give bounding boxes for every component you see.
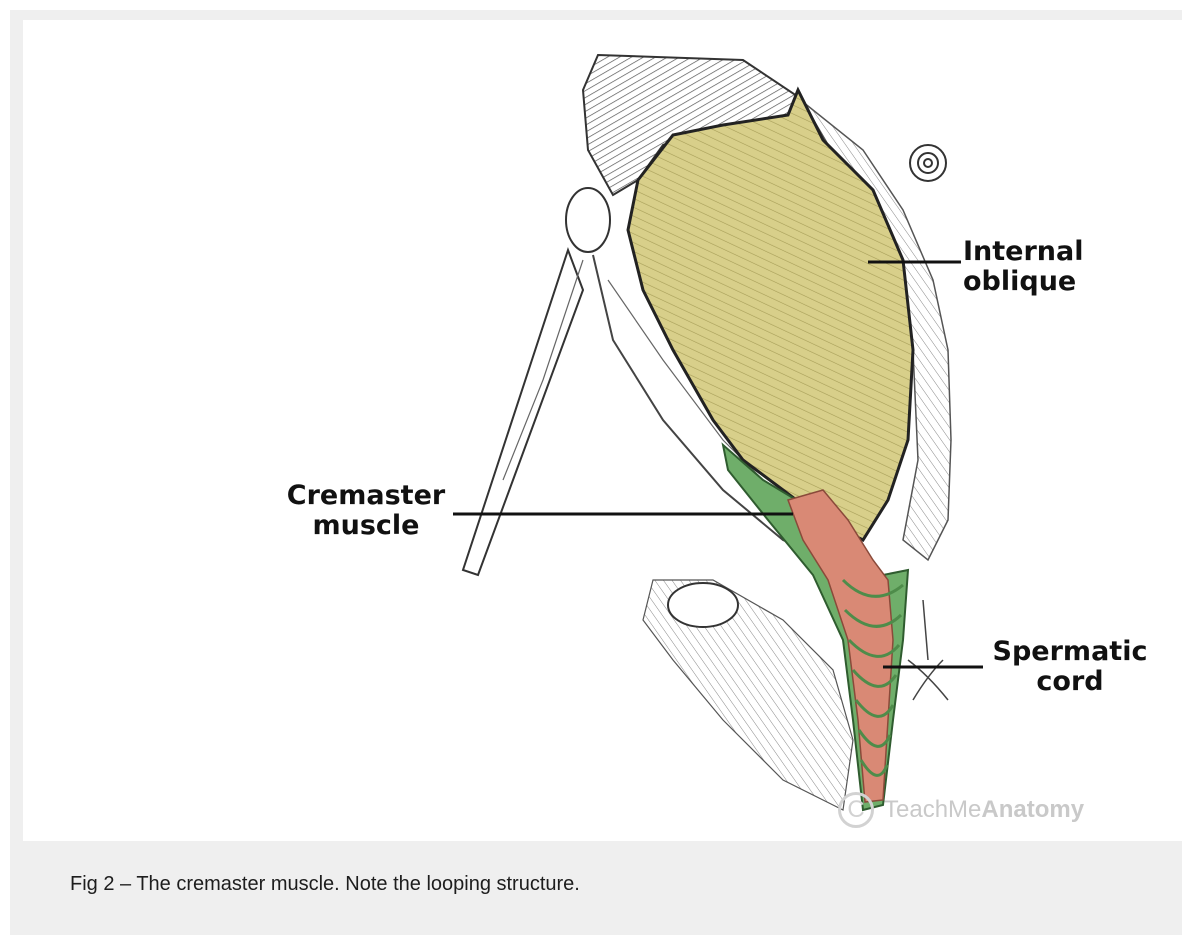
- label-spermatic-cord: Spermatic cord: [990, 637, 1150, 697]
- external-oblique-region: [581, 53, 805, 197]
- spermatic-cord-shape: [787, 489, 894, 803]
- umbilicus: [909, 144, 947, 182]
- label-internal-oblique-line2: oblique: [963, 266, 1077, 297]
- watermark-prefix: TeachMe: [884, 796, 982, 823]
- saphenous-opening: [667, 582, 739, 628]
- figure-caption: Fig 2 – The cremaster muscle. Note the l…: [70, 873, 580, 895]
- superior-iliac-spine: [565, 187, 611, 253]
- figure-panel: Internal oblique Cremaster muscle Sperma…: [10, 10, 1182, 935]
- label-cremaster-line1: Cremaster: [286, 480, 446, 511]
- pubic-tubercle-lines: [907, 599, 949, 701]
- label-cremaster-line2: muscle: [312, 510, 420, 541]
- label-spermatic-line2: cord: [1036, 666, 1104, 697]
- label-spermatic-line1: Spermatic: [992, 636, 1148, 667]
- copyright-icon: C: [838, 792, 874, 828]
- inguinal-ligament-region: [461, 246, 585, 577]
- label-internal-oblique: Internal oblique: [963, 237, 1084, 297]
- cremaster-loops: [841, 578, 904, 777]
- anatomy-drawing: [453, 53, 983, 812]
- watermark-suffix: Anatomy: [981, 796, 1085, 823]
- anatomy-illustration: Internal oblique Cremaster muscle Sperma…: [23, 20, 1182, 841]
- internal-oblique-muscle: [626, 86, 915, 542]
- label-cremaster-muscle: Cremaster muscle: [281, 481, 451, 541]
- label-internal-oblique-line1: Internal: [963, 236, 1084, 267]
